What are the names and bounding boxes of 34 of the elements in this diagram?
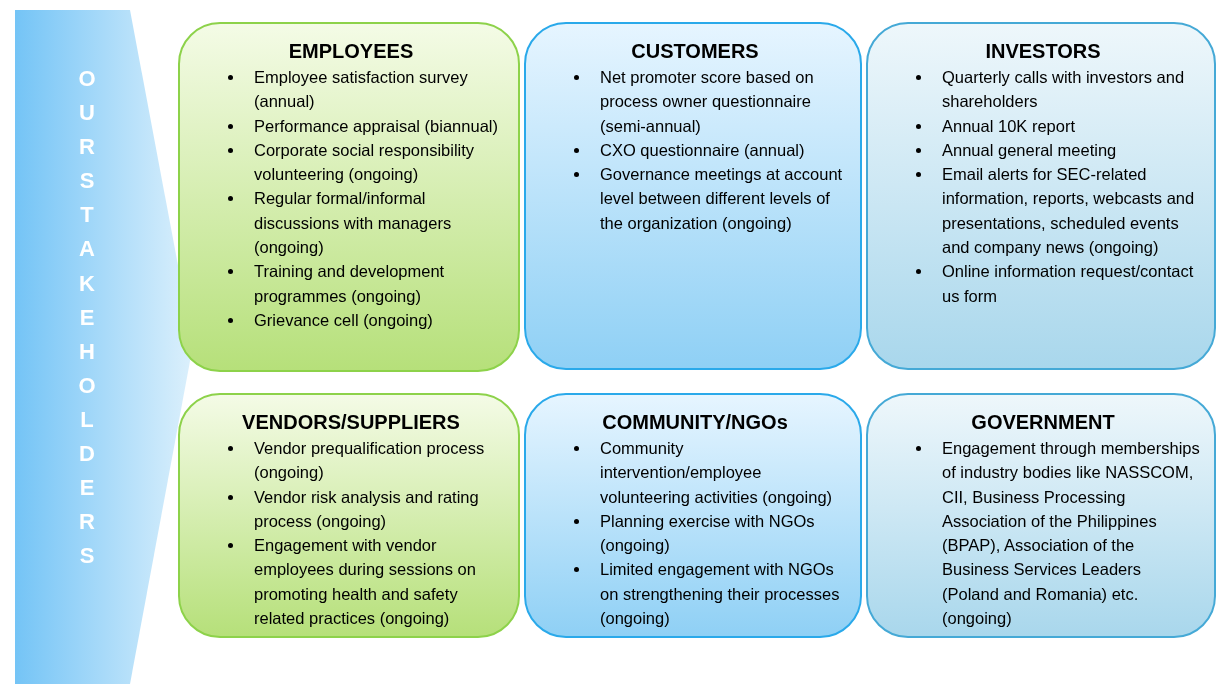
bullet-item: Annual general meeting — [942, 139, 1117, 161]
stakeholder-card — [524, 393, 862, 638]
bullet-item: Vendor prequalification process (ongoing) — [254, 438, 486, 484]
bullet-item: Engagement with vendor employees during sessions on promoting health and safety related practices (ongoing) — [254, 535, 477, 630]
bullet-item: Limited engagement with NGOs on strengthening their processes (ongoing) — [600, 559, 841, 630]
card-heading: GOVERNMENT — [970, 411, 1116, 434]
card-heading: VENDORS/SUPPLIERS — [241, 411, 461, 434]
bullet-item: Regular formal/informal discussions with managers (ongoing) — [254, 188, 453, 259]
bullet-item: Employee satisfaction survey (annual) — [254, 67, 469, 113]
bullet-item: Quarterly calls with investors and shareholders — [942, 67, 1186, 113]
bullet-item: Engagement through memberships of industry bodies like NASSCOM, CII, Business Processing Association of the Philippines (BPAP), Association of the Business Services Leaders (Poland and Romania) etc. (ongoing) — [942, 438, 1200, 630]
stakeholder-card — [178, 22, 520, 372]
stakeholder-card — [866, 22, 1216, 370]
bullet-item: Annual 10K report — [942, 115, 1075, 137]
stakeholder-card — [524, 22, 862, 370]
stakeholder-card — [178, 393, 520, 638]
card-heading: CUSTOMERS — [630, 40, 760, 63]
bullet-item: Vendor risk analysis and rating process (ongoing) — [254, 486, 480, 532]
bullet-item: Online information request/contact us form — [942, 261, 1195, 307]
bullet-item: Performance appraisal (biannual) — [254, 115, 498, 137]
bullet-item: Governance meetings at account level between different levels of the organization (ongoing) — [600, 164, 844, 234]
card-heading: EMPLOYEES — [287, 40, 415, 63]
bullet-item: Community intervention/employee volunteering activities (ongoing) — [600, 438, 834, 508]
bullet-item: Planning exercise with NGOs (ongoing) — [600, 510, 816, 557]
bullet-item: Net promoter score based on process owner questionnaire (semi-annual) — [600, 67, 815, 137]
bullet-item: Corporate social responsibility volunteering (ongoing) — [254, 139, 476, 186]
vertical-title: OUR STAKEHOLDERS — [77, 65, 97, 571]
card-heading: INVESTORS — [984, 40, 1102, 63]
stakeholder-card — [866, 393, 1216, 638]
bullet-item: CXO questionnaire (annual) — [600, 139, 805, 161]
bullet-item: Training and development programmes (ongoing) — [254, 261, 446, 307]
card-heading: COMMUNITY/NGOs — [601, 411, 789, 434]
bullet-item: Grievance cell (ongoing) — [254, 309, 433, 331]
bullet-item: Email alerts for SEC-related information, reports, webcasts and presentations, scheduled events and company news (ongoing) — [942, 164, 1196, 259]
